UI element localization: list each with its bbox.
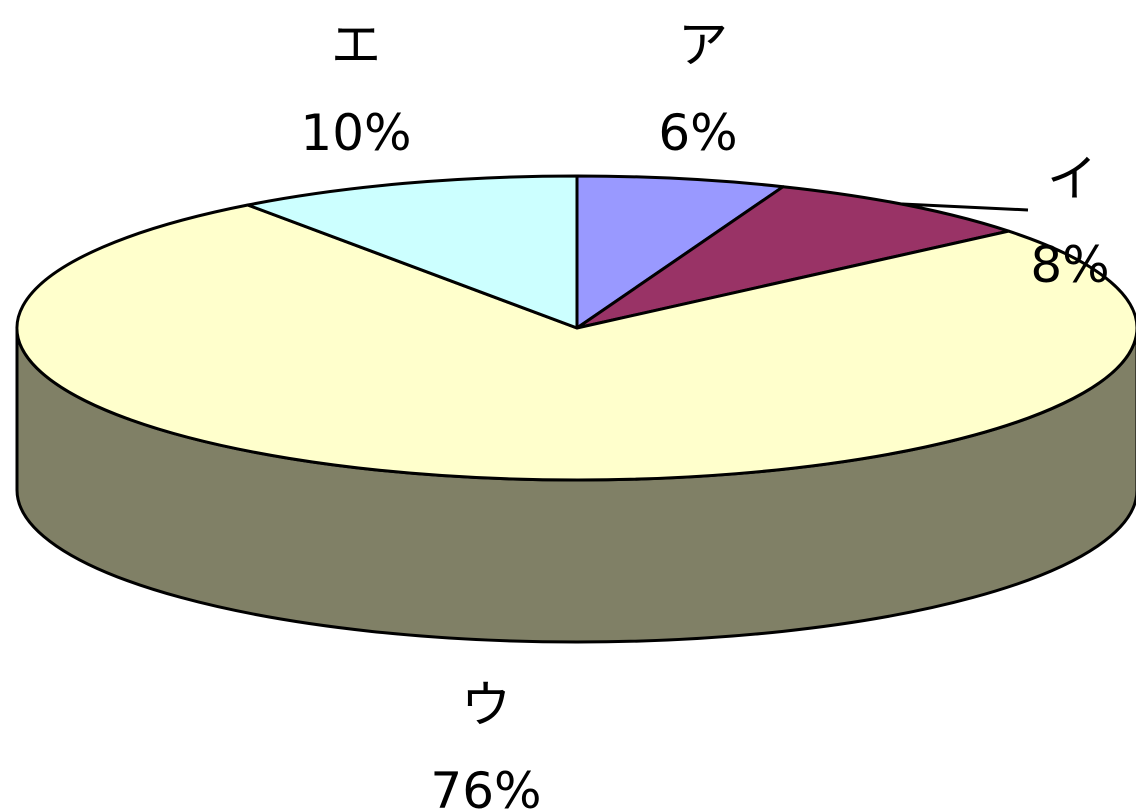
pie-slice-ア bbox=[575, 174, 785, 330]
value-label-エ: 10% bbox=[300, 104, 411, 162]
value-label-ウ: 76% bbox=[430, 762, 541, 812]
value-label-ア: 6% bbox=[658, 104, 737, 162]
category-label-エ: エ bbox=[331, 16, 381, 74]
category-label-ウ: ウ bbox=[461, 676, 511, 734]
category-label-イ: イ bbox=[1047, 150, 1097, 208]
pie-slice-エ bbox=[246, 174, 579, 330]
pie-slice-layer bbox=[15, 174, 1136, 482]
value-label-イ: 8% bbox=[1030, 236, 1109, 294]
category-label-ア: ア bbox=[678, 16, 728, 74]
leader-line-イ bbox=[901, 202, 1029, 212]
